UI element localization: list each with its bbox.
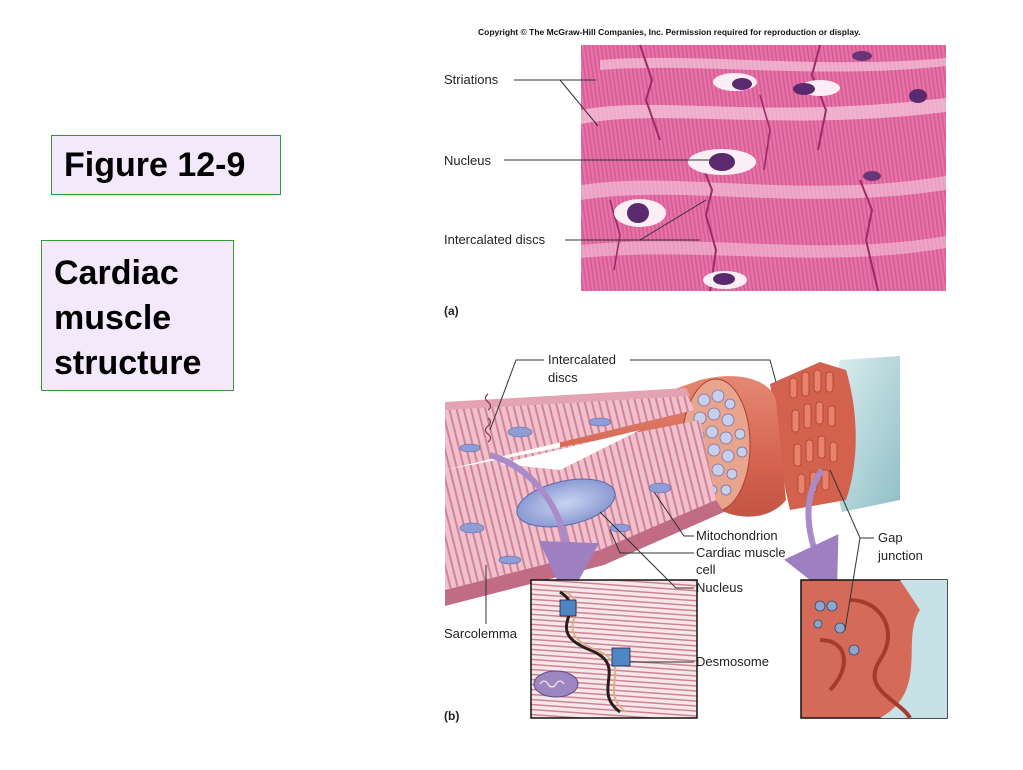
gap-junction-inset: [800, 579, 948, 720]
illustration-panel-b: [445, 356, 900, 606]
slide-title-line-1: Cardiac: [54, 254, 179, 292]
leader-intercalated-b1: [489, 359, 544, 431]
label-nucleus-a: Nucleus: [444, 153, 491, 168]
slide-title-box: Cardiac muscle structure: [41, 240, 234, 391]
label-cardiac-line2: cell: [696, 562, 716, 577]
label-intercalated-line1: Intercalated: [548, 352, 616, 367]
slide-title-line-2: muscle: [54, 299, 172, 337]
leader-gap-2: [844, 537, 861, 631]
copyright-notice: Copyright © The McGraw-Hill Companies, I…: [478, 27, 861, 37]
label-desmosome: Desmosome: [696, 654, 769, 669]
figure-number: Figure 12-9: [64, 146, 246, 184]
label-gap-line2: junction: [877, 548, 923, 563]
leader-nucleus-b: [599, 511, 694, 589]
label-intercalated-line2: discs: [548, 370, 578, 385]
panel-b-tag: (b): [444, 709, 459, 723]
leader-cardiac-cell: [609, 529, 694, 554]
desmosome-inset: [530, 579, 698, 719]
panel-a-tag: (a): [444, 304, 459, 318]
leader-mitochondrion: [653, 491, 694, 537]
leader-intercalated-2: [565, 199, 707, 241]
leader-intercalated-b2: [630, 359, 777, 383]
label-cardiac-line1: Cardiac muscle: [696, 545, 786, 560]
label-gap-line1: Gap: [878, 530, 903, 545]
label-nucleus-b: Nucleus: [696, 580, 743, 595]
slide-title-line-3: structure: [54, 344, 202, 382]
label-mitochondrion: Mitochondrion: [696, 528, 778, 543]
micrograph-panel-a: [581, 44, 946, 292]
label-striations: Striations: [444, 72, 499, 87]
label-sarcolemma: Sarcolemma: [444, 626, 518, 641]
label-intercalated-discs-a: Intercalated discs: [444, 232, 546, 247]
figure-number-box: Figure 12-9: [51, 135, 281, 195]
